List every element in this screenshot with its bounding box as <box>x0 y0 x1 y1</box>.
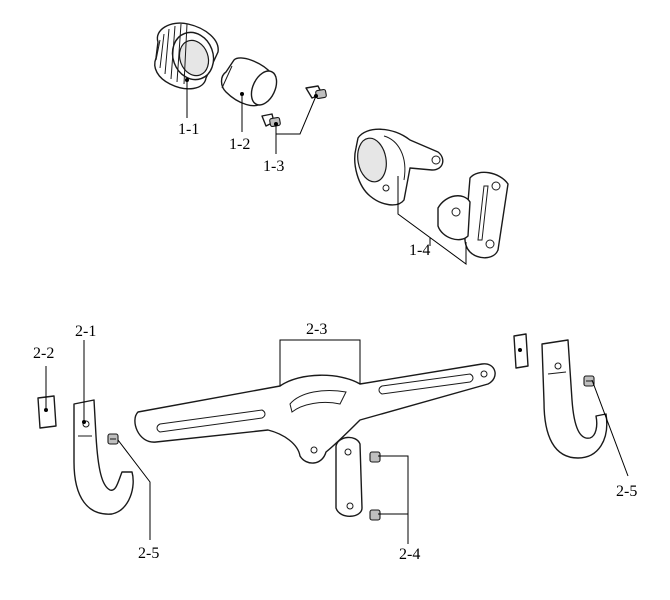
label-1-4: 1-4 <box>409 242 430 259</box>
label-2-3: 2-3 <box>306 321 327 338</box>
lower-leader-lines <box>45 339 629 544</box>
part-1-2-cylinder <box>220 57 278 107</box>
upper-leader-lines <box>185 78 467 265</box>
part-2-5-left-screw <box>107 433 119 445</box>
label-1-2: 1-2 <box>229 136 250 153</box>
label-2-1: 2-1 <box>75 323 96 340</box>
part-2-4-clamp-strip <box>335 436 363 517</box>
part-1-4-mount-clamp <box>354 128 444 206</box>
label-2-4: 2-4 <box>399 546 420 563</box>
part-2-1-right-hook <box>541 339 608 459</box>
label-1-3: 1-3 <box>263 158 284 175</box>
part-1-1-knurled-ring <box>154 22 219 90</box>
callout-labels: 1-1 1-2 1-3 1-4 2-1 2-2 2-3 2-4 2-5 2-5 <box>33 121 637 563</box>
part-2-2-left-pad <box>37 395 57 429</box>
label-2-2: 2-2 <box>33 345 54 362</box>
part-2-4-screws <box>369 451 381 521</box>
part-1-3-screws <box>261 85 327 128</box>
part-1-4-mount-plate <box>437 171 509 259</box>
part-2-5-right-screw <box>583 375 595 387</box>
label-2-5-left: 2-5 <box>138 545 159 562</box>
label-2-5-right: 2-5 <box>616 483 637 500</box>
part-2-2-right-pad <box>513 333 529 369</box>
label-1-1: 1-1 <box>178 121 199 138</box>
part-2-3-bar-bracket <box>134 363 496 464</box>
part-2-1-left-hook <box>73 399 134 515</box>
